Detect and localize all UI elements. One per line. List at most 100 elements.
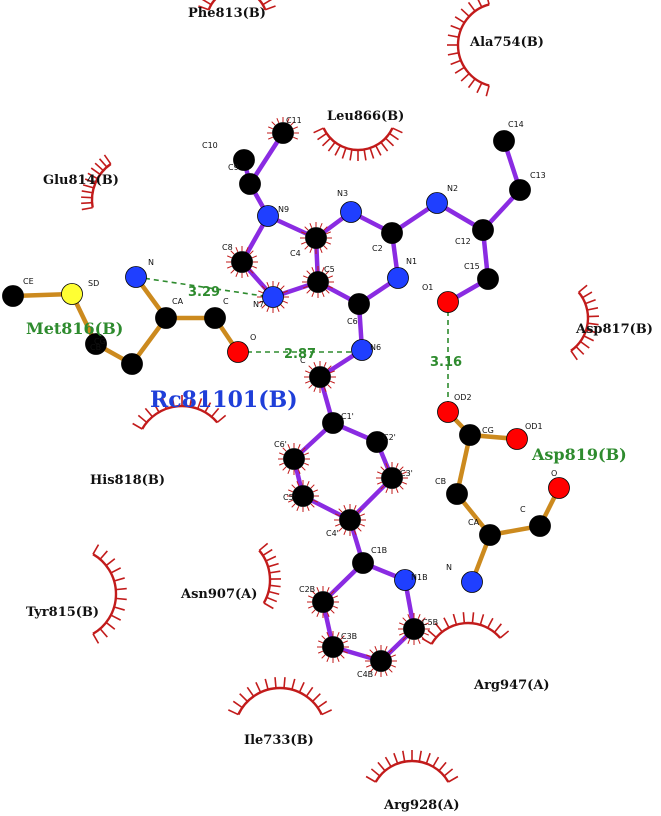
residue-label-arg947: Arg947(A) <box>473 678 550 693</box>
contact-tick <box>340 654 345 659</box>
contact-tick <box>399 632 405 636</box>
contact-tick <box>395 487 399 493</box>
contact-tick <box>306 505 310 511</box>
contact-tick <box>311 609 316 614</box>
carbon-atom <box>493 130 515 152</box>
atom-label: C11 <box>286 116 302 125</box>
carbon-atom <box>403 618 425 640</box>
contact-tick <box>343 529 347 535</box>
contact-tick <box>330 609 335 614</box>
contact-tick <box>377 481 383 485</box>
contact-tick <box>399 485 404 490</box>
carbon-atom <box>322 412 344 434</box>
oxygen-atom <box>548 477 570 499</box>
hbond-distance-label: 3.29 <box>188 285 220 300</box>
contact-tick <box>325 231 331 235</box>
contact-tick <box>305 380 311 384</box>
contact-tick <box>402 636 407 641</box>
contact-tick <box>310 503 315 508</box>
hydrophobic-arc <box>228 677 332 716</box>
contact-tick <box>423 622 429 626</box>
residue-label-arg928: Arg928(A) <box>383 798 460 813</box>
residue-label-ala754: Ala754(B) <box>469 35 544 50</box>
contact-tick <box>384 646 388 652</box>
atom-label: CE <box>23 277 34 286</box>
atom-label: C13 <box>530 171 546 180</box>
atom-label: C1B <box>371 546 387 555</box>
contact-tick <box>306 270 311 275</box>
contact-tick <box>282 300 288 304</box>
hbond-distance-label: 3.16 <box>430 355 462 370</box>
carbon-atom <box>509 179 531 201</box>
contact-tick <box>335 523 341 527</box>
atom-label: C <box>520 505 526 514</box>
carbon-atom <box>529 515 551 537</box>
carbon-atom <box>307 271 329 293</box>
contact-tick <box>286 118 290 124</box>
contact-tick <box>359 513 365 517</box>
contact-tick <box>335 513 341 517</box>
oxygen-atom <box>227 341 249 363</box>
carbon-atom <box>477 268 499 290</box>
atom-label: C12 <box>455 237 471 246</box>
atom-label: N7 <box>253 300 264 309</box>
hydrophobic-arc <box>365 750 459 783</box>
contact-tick <box>369 649 374 654</box>
contact-tick <box>325 289 330 294</box>
hydrophobic-arc <box>92 544 127 644</box>
atom-label: C9 <box>228 163 239 172</box>
contact-tick <box>313 362 317 368</box>
contact-tick <box>329 380 335 384</box>
atom-label: C4B <box>357 670 373 679</box>
carbon-atom <box>381 222 403 244</box>
atom-label: C5' <box>283 493 296 502</box>
atom-label: N1B <box>411 573 428 582</box>
atom-label: N2 <box>447 184 458 193</box>
atom-label: N <box>446 563 452 572</box>
atom-label: CA <box>468 518 480 527</box>
carbon-atom <box>322 636 344 658</box>
atom-label: C3B <box>341 632 357 641</box>
atom-label: C2B <box>299 585 315 594</box>
carbon-atom <box>370 650 392 672</box>
nitrogen-atom <box>426 192 448 214</box>
contact-tick <box>308 384 313 389</box>
atom-label: CG <box>482 426 494 435</box>
contact-tick <box>308 595 314 599</box>
contact-tick <box>312 489 318 493</box>
contact-tick <box>235 247 239 253</box>
atom-label: C3' <box>400 469 413 478</box>
contact-tick <box>323 386 327 392</box>
contact-tick <box>359 523 365 527</box>
contact-tick <box>304 226 309 231</box>
oxygen-atom <box>437 291 459 313</box>
contact-tick <box>326 587 330 593</box>
contact-tick <box>380 485 385 490</box>
contact-tick <box>369 668 374 673</box>
contact-tick <box>310 484 315 489</box>
contact-tick <box>279 462 285 466</box>
contact-tick <box>251 255 257 259</box>
contact-tick <box>323 226 328 231</box>
contact-tick <box>230 269 235 274</box>
ligand-name-label: Rc81101(B) <box>150 387 298 413</box>
carbon-atom <box>312 591 334 613</box>
contact-tick <box>332 605 338 609</box>
atom-label: C <box>300 356 306 365</box>
contact-tick <box>390 664 396 668</box>
contact-tick <box>377 471 383 475</box>
atom-label: C6 <box>347 317 358 326</box>
contact-tick <box>327 384 332 389</box>
contact-tick <box>423 632 429 636</box>
residue-label-asp817: Asp817(B) <box>575 322 653 337</box>
contact-tick <box>290 121 295 126</box>
nitrogen-atom <box>125 266 147 288</box>
contact-tick <box>388 649 393 654</box>
contact-tick <box>338 508 343 513</box>
contact-tick <box>313 386 317 392</box>
sulfur-atom <box>61 283 83 305</box>
contact-tick <box>384 670 388 676</box>
nitrogen-atom <box>257 205 279 227</box>
atom-label: C <box>223 297 229 306</box>
